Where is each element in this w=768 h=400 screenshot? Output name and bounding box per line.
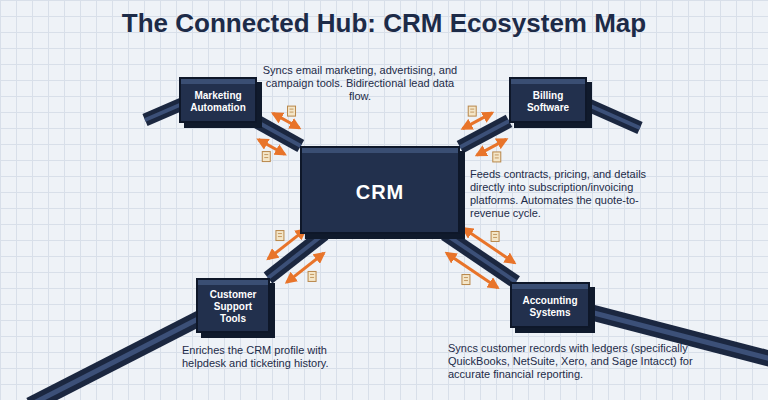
system-box: Marketing Automation (179, 77, 257, 123)
document-icon-line (278, 233, 282, 234)
description-note: Syncs email marketing, advertising, and … (262, 64, 458, 103)
document-icon-line (470, 112, 474, 113)
data-connector (268, 230, 324, 283)
document-icon-line (495, 157, 499, 158)
description-note: Feeds contracts, pricing, and details di… (470, 168, 675, 220)
document-icon-sheet (262, 152, 270, 162)
flow-arrow (477, 139, 506, 155)
system-box: Billing Software (509, 77, 587, 123)
description-note: Syncs customer records with ledgers (spe… (448, 342, 703, 381)
document-icon (262, 152, 270, 162)
document-icon-line (310, 277, 314, 278)
hub-box: CRM (300, 146, 460, 234)
box-label: Marketing Automation (187, 90, 249, 114)
pipe (145, 104, 182, 120)
data-connector (257, 106, 301, 161)
data-connector (460, 106, 509, 162)
document-icon-sheet (491, 231, 499, 241)
data-connector (445, 228, 516, 287)
system-box: Accounting Systems (510, 282, 590, 328)
pipe-shine (30, 318, 200, 400)
pipe-shine (586, 104, 640, 128)
description-note: Enriches the CRM profile with helpdesk a… (182, 344, 352, 370)
document-icon-line (464, 277, 468, 278)
document-icon-line (493, 237, 497, 238)
document-icon-line (464, 280, 468, 281)
box-label: Billing Software (517, 90, 579, 114)
document-icon-line (264, 157, 268, 158)
document-icon (288, 106, 296, 116)
flow-arrow (447, 253, 498, 288)
document-icon (276, 231, 284, 241)
document-icon (462, 275, 470, 285)
pipe-shine (145, 104, 182, 120)
document-icon (491, 231, 499, 241)
flow-arrow (287, 253, 324, 282)
document-icon (493, 152, 501, 162)
flow-arrow (463, 113, 492, 129)
document-icon-sheet (308, 271, 316, 281)
document-icon-sheet (276, 231, 284, 241)
document-icon-line (310, 274, 314, 275)
document-icon-line (495, 154, 499, 155)
pipe (30, 318, 200, 400)
pipe (586, 104, 640, 128)
document-icon-line (278, 236, 282, 237)
document-icon-line (470, 109, 474, 110)
document-icon-sheet (468, 106, 476, 116)
document-icon-line (290, 109, 294, 110)
document-icon-sheet (288, 106, 296, 116)
box-label: Accounting Systems (518, 295, 582, 319)
document-icon (468, 106, 476, 116)
document-icon-sheet (493, 152, 501, 162)
box-label: Customer Support Tools (204, 289, 262, 325)
document-icon-line (493, 234, 497, 235)
document-icon-line (290, 112, 294, 113)
diagram-title: The Connected Hub: CRM Ecosystem Map (0, 8, 768, 39)
document-icon (308, 271, 316, 281)
flow-arrow (463, 228, 514, 263)
system-box: Customer Support Tools (196, 278, 270, 333)
hub-label: CRM (356, 180, 405, 204)
document-icon-line (264, 154, 268, 155)
document-icon-sheet (462, 275, 470, 285)
